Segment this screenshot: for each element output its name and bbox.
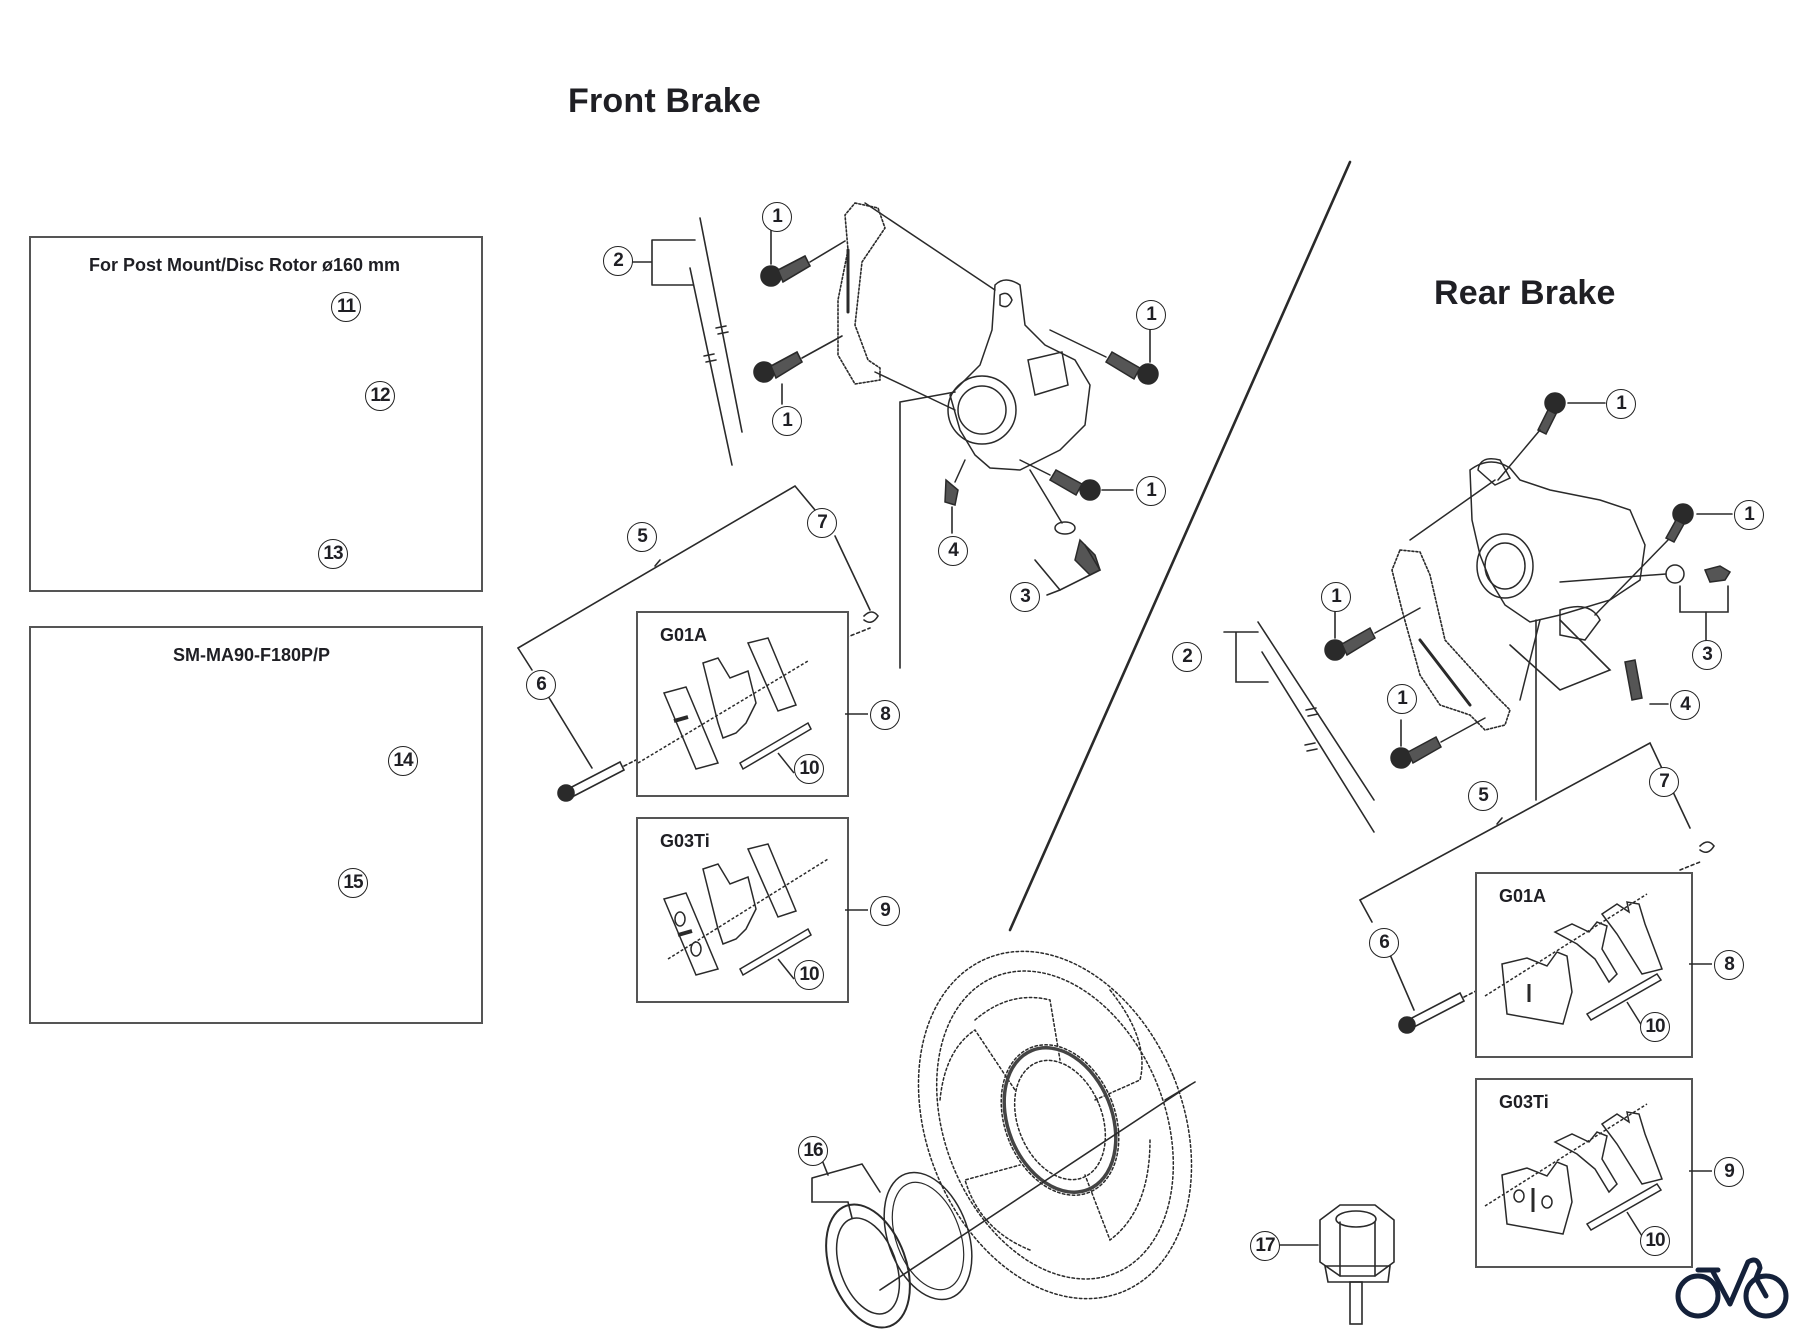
callout-front-6[interactable]: 6: [526, 670, 556, 700]
callout-front-9[interactable]: 9: [870, 896, 900, 926]
callout-rotor-16[interactable]: 16: [798, 1136, 828, 1166]
callout-rear-10-a[interactable]: 10: [1640, 1012, 1670, 1042]
callout-front-10-b[interactable]: 10: [794, 960, 824, 990]
callout-inset-15[interactable]: 15: [338, 868, 368, 898]
front-hose: [689, 217, 743, 466]
callout-rear-8[interactable]: 8: [1714, 950, 1744, 980]
callout-rear-7[interactable]: 7: [1649, 767, 1679, 797]
section-divider: [1008, 160, 1352, 932]
inset-adapter-title: SM-MA90-F180P/P: [173, 645, 331, 665]
rotor-center-lock: [1002, 1046, 1118, 1194]
front-brake-title: Front Brake: [568, 82, 762, 120]
callout-front-10-a[interactable]: 10: [794, 754, 824, 784]
front-caliper: [864, 202, 1159, 576]
callout-front-1-d[interactable]: 1: [1136, 476, 1166, 506]
inset-post-mount-title: For Post Mount/Disc Rotor ø160 mm: [89, 255, 401, 275]
callout-rear-4[interactable]: 4: [1670, 690, 1700, 720]
rear-pad-label-g01a: G01A: [1499, 886, 1547, 906]
inset-adapter: SM-MA90-F180P/P: [29, 626, 483, 1024]
callout-rear-2[interactable]: 2: [1172, 642, 1202, 672]
callout-front-7[interactable]: 7: [807, 508, 837, 538]
rear-caliper: [1324, 392, 1732, 769]
callout-rear-10-b[interactable]: 10: [1640, 1226, 1670, 1256]
callout-inset-11[interactable]: 11: [331, 292, 361, 322]
callout-front-3[interactable]: 3: [1010, 582, 1040, 612]
callout-rear-5[interactable]: 5: [1468, 781, 1498, 811]
rear-brake-title: Rear Brake: [1434, 274, 1616, 312]
front-pad-g01a-art: [638, 637, 812, 774]
callout-inset-14[interactable]: 14: [388, 746, 418, 776]
callout-inset-12[interactable]: 12: [365, 381, 395, 411]
bicycle-logo-icon: [1675, 1257, 1789, 1319]
callout-rear-1-a[interactable]: 1: [1606, 389, 1636, 419]
callout-rear-9[interactable]: 9: [1714, 1157, 1744, 1187]
callout-front-2[interactable]: 2: [603, 246, 633, 276]
rear-pad-label-g03ti: G03Ti: [1499, 1092, 1549, 1112]
callout-front-1-c[interactable]: 1: [1136, 300, 1166, 330]
callout-front-4[interactable]: 4: [938, 536, 968, 566]
rear-pad-g03ti-art: [1484, 1103, 1663, 1237]
callout-rear-1-c[interactable]: 1: [1321, 582, 1351, 612]
front-pad-g03ti-art: [662, 843, 829, 980]
inset-post-mount: For Post Mount/Disc Rotor ø160 mm: [29, 236, 483, 592]
callout-tool-17[interactable]: 17: [1250, 1231, 1280, 1261]
callout-front-1-b[interactable]: 1: [772, 406, 802, 436]
rear-hose: [1257, 621, 1375, 833]
disc-rotor: [917, 950, 1193, 1300]
front-bolt-top-left: [760, 240, 846, 287]
callout-rear-1-b[interactable]: 1: [1734, 500, 1764, 530]
callout-rear-3[interactable]: 3: [1692, 640, 1722, 670]
callout-rear-1-d[interactable]: 1: [1387, 684, 1417, 714]
front-pad-label-g03ti: G03Ti: [660, 831, 710, 851]
callout-front-5[interactable]: 5: [627, 522, 657, 552]
rotor-lockring: [825, 1171, 973, 1329]
lock-ring-tool: [1319, 1204, 1395, 1325]
front-bolt-mid-left: [753, 335, 843, 383]
callout-front-8[interactable]: 8: [870, 700, 900, 730]
front-pad-label-g01a: G01A: [660, 625, 708, 645]
callout-rear-6[interactable]: 6: [1369, 928, 1399, 958]
callout-inset-13[interactable]: 13: [318, 539, 348, 569]
callout-front-1-a[interactable]: 1: [762, 202, 792, 232]
rear-pad-g01a-art: [1484, 893, 1663, 1027]
